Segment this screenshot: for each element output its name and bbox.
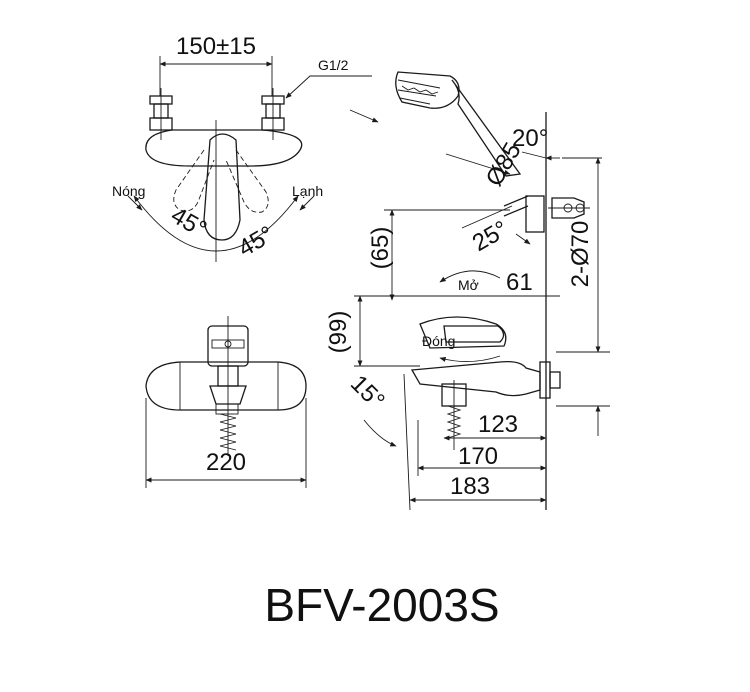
top-view: 150±15 G1/2 Nóng Lạnh 45° [112,33,372,262]
side-view: 20° Ø85 25° (65) Mở 61 2-Ø70 [325,71,610,511]
dim-61: 61 [506,269,533,296]
open-label: Mở [458,277,479,293]
angle-top: 20° [512,125,548,152]
cold-label: Lạnh [292,183,323,199]
hose-front [215,403,239,451]
close-label: Đóng [422,333,455,349]
angle-right: 45° [234,221,279,263]
valve-body-top [145,129,303,167]
thread-label: G1/2 [318,57,349,73]
model-name: BFV-2003S [264,579,499,631]
angle-spout: 15° [345,370,390,415]
dim-183: 183 [450,473,490,500]
shower-head [395,71,522,177]
wall-hook [503,195,590,233]
front-view: 220 [145,316,307,488]
hot-label: Nóng [112,183,145,199]
dim-65: (65) [367,227,394,270]
dim-99: (99) [325,311,352,354]
dim-123: 123 [478,411,518,438]
dim-width: 220 [206,449,246,476]
angle-hook: 25° [468,216,513,258]
handle-top [203,133,241,241]
left-connector [149,88,173,140]
dim-spacing: 150±15 [176,33,256,60]
dim-170: 170 [458,443,498,470]
pipe-diameter: 2-Ø70 [567,221,594,288]
